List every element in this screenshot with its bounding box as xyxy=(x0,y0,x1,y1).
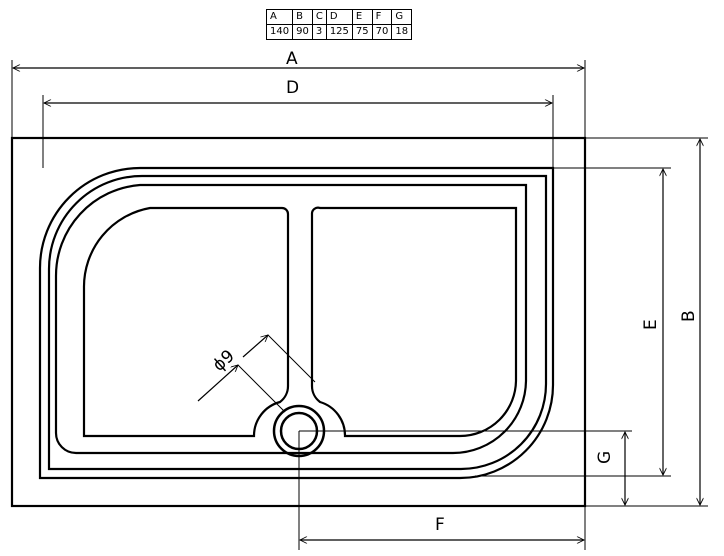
table-header-row: A B C D E F G xyxy=(265,9,413,25)
extension-line xyxy=(237,364,286,413)
table-value-cell: 18 xyxy=(391,24,413,40)
table-value-cell: 70 xyxy=(371,24,393,40)
label-F: F xyxy=(435,515,445,535)
label-B: B xyxy=(679,310,699,322)
label-G: G xyxy=(595,451,615,464)
dimension-table: A B C D E F G 140 90 3 125 75 70 18 xyxy=(265,9,413,40)
label-E: E xyxy=(641,319,661,330)
dimension-line-diameter xyxy=(242,335,268,358)
label-D: D xyxy=(286,78,299,98)
left-basin-panel xyxy=(82,206,290,438)
label-diameter: ϕ9 xyxy=(209,346,239,376)
table-header-cell: G xyxy=(391,9,413,25)
rim-inner-contour xyxy=(47,174,548,471)
table-value-cell: 140 xyxy=(265,24,294,40)
table-value-row: 140 90 3 125 75 70 18 xyxy=(265,24,413,40)
rim-outer-contour xyxy=(38,166,555,480)
label-A: A xyxy=(286,49,298,69)
extension-line xyxy=(267,334,316,383)
basin-edge xyxy=(54,183,528,455)
right-basin-panel xyxy=(310,206,518,438)
table-value-cell: 125 xyxy=(325,24,353,40)
dimension-line-diameter xyxy=(197,365,238,402)
